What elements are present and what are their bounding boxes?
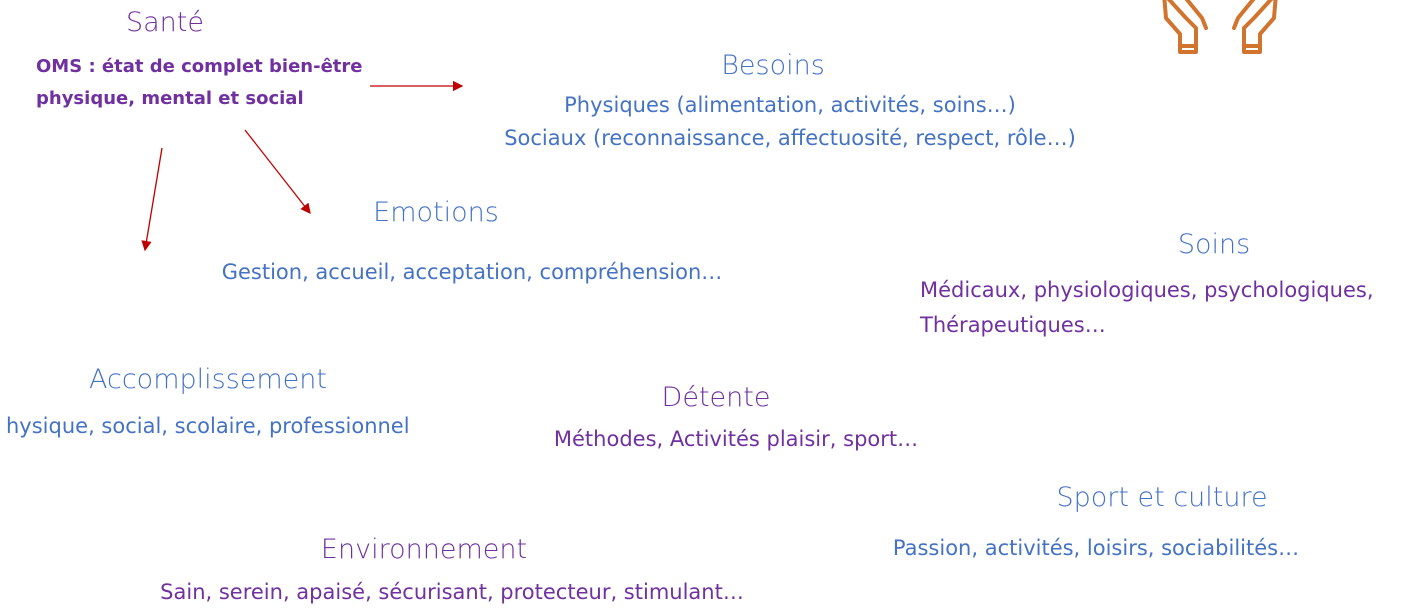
environnement-title: Environnement — [320, 534, 528, 565]
soins-title: Soins — [1177, 229, 1251, 260]
caring-hands-icon — [1162, 0, 1278, 54]
accomplissement-title: Accomplissement — [88, 364, 328, 395]
soins-line1: Médicaux, physiologiques, psychologiques… — [920, 278, 1374, 302]
sante-definition-line2: physique, mental et social — [36, 88, 304, 109]
besoins-line2: Sociaux (reconnaissance, affectuosité, r… — [504, 126, 1076, 150]
arrow-down — [141, 147, 163, 252]
detente-line1: Méthodes, Activités plaisir, sport… — [553, 427, 919, 451]
sport-culture-line1: Passion, activités, loisirs, sociabilité… — [892, 536, 1300, 560]
besoins-line1: Physiques (alimentation, activités, soin… — [564, 93, 1016, 117]
sport-culture-title: Sport et culture — [1056, 482, 1268, 513]
sante-title: Santé — [126, 7, 204, 38]
sante-definition-line1: OMS : état de complet bien-être — [36, 56, 363, 77]
soins-line2: Thérapeutiques… — [920, 313, 1106, 337]
emotions-line1: Gestion, accueil, acceptation, compréhen… — [221, 260, 723, 284]
emotions-title: Emotions — [373, 197, 499, 228]
environnement-line1: Sain, serein, apaisé, sécurisant, protec… — [160, 580, 744, 604]
detente-title: Détente — [661, 382, 771, 413]
accomplissement-line1: hysique, social, scolaire, professionnel — [6, 414, 410, 438]
arrow-to-emotions — [244, 129, 311, 215]
besoins-title: Besoins — [721, 50, 825, 81]
